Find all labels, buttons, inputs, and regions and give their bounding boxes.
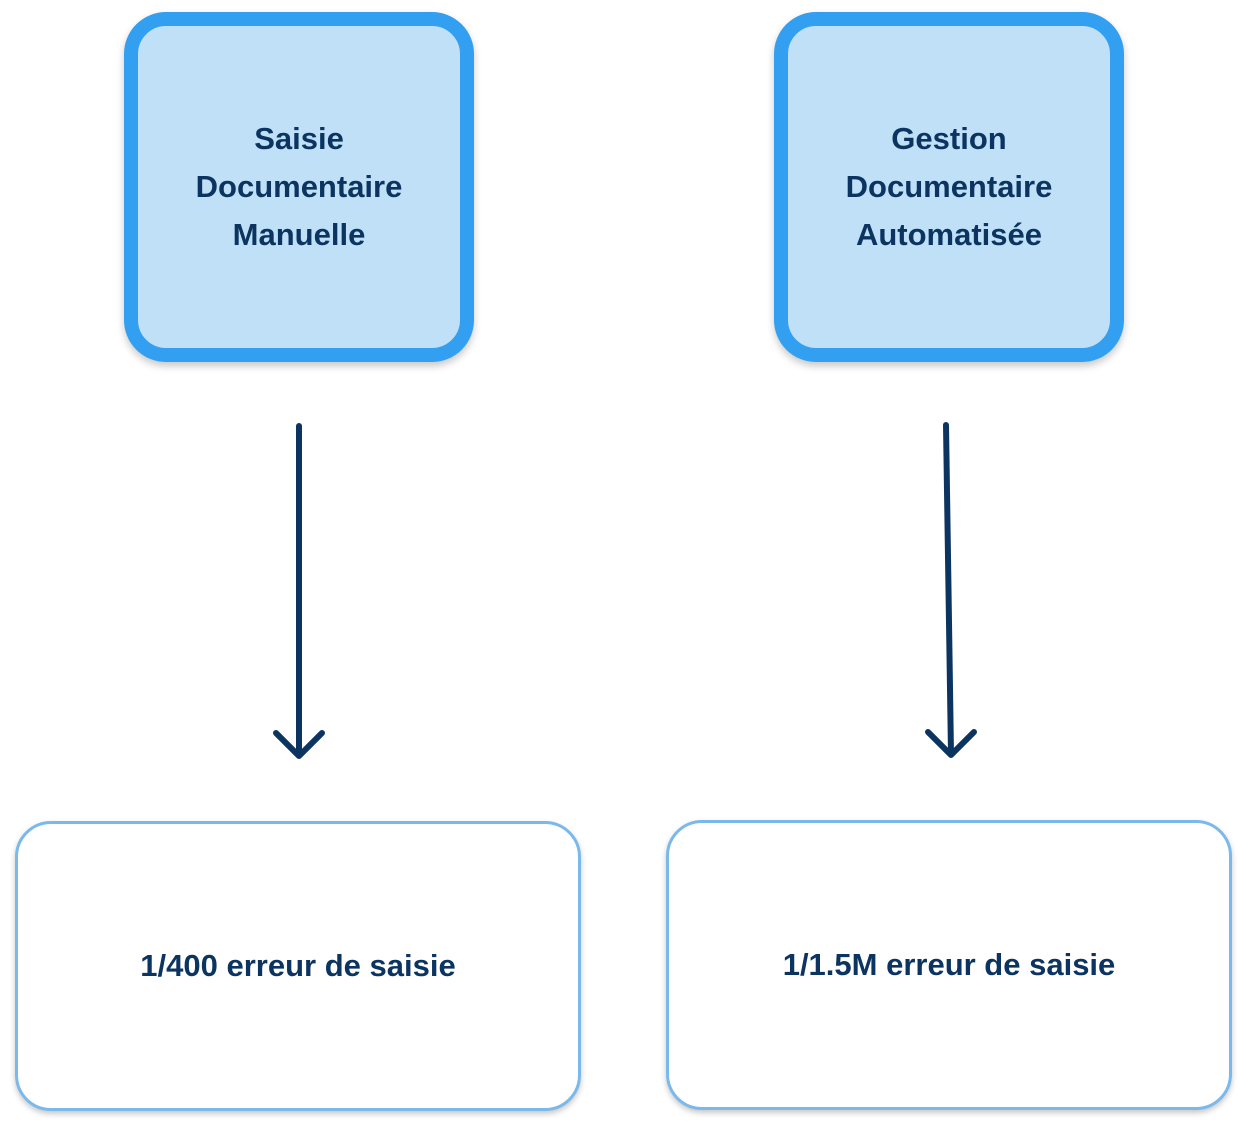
manual-result-box: 1/400 erreur de saisie [15,821,581,1111]
automated-result-label: 1/1.5M erreur de saisie [782,947,1116,982]
manual-entry-box: Saisie Documentaire Manuelle [124,12,474,362]
arrow-manual [273,423,325,759]
arrow-automated [925,422,977,758]
automated-management-label: Gestion Documentaire Automatisée [845,121,1053,252]
automated-result-box: 1/1.5M erreur de saisie [666,820,1232,1110]
manual-entry-label: Saisie Documentaire Manuelle [195,121,403,252]
arrow-manual-head [273,730,325,759]
automated-management-box: Gestion Documentaire Automatisée [774,12,1124,362]
manual-result-label: 1/400 erreur de saisie [140,948,456,983]
arrow-automated-shaft [943,422,954,757]
arrow-automated-head [925,729,977,758]
